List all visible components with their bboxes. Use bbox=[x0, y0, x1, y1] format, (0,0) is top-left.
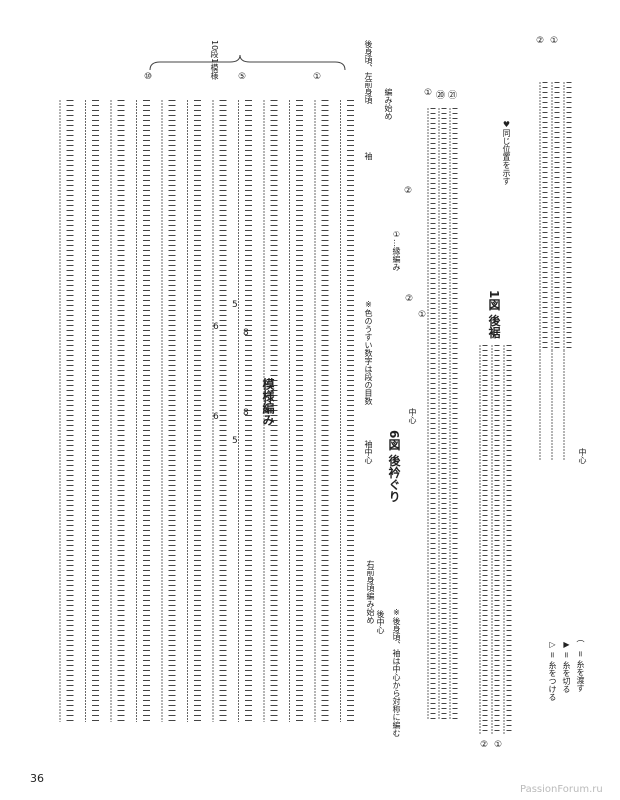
label-back-center: 後中心 bbox=[376, 610, 385, 634]
stitch-count: 6 bbox=[213, 322, 219, 332]
fig6-marker: ① bbox=[424, 88, 433, 98]
fig6-marker: ② bbox=[405, 294, 414, 304]
label-start: 編み始め bbox=[384, 88, 393, 120]
repeat-label: 10段1模様 bbox=[210, 40, 219, 80]
legend-cut: ▶ = 糸を切る bbox=[562, 640, 571, 693]
stitch-count: 5 bbox=[232, 436, 238, 446]
stitch-count: 5 bbox=[232, 300, 238, 310]
fig6-marker: ① bbox=[418, 310, 427, 320]
row-marker-10: ⑩ bbox=[144, 72, 153, 82]
legend-attach: ▷ = 糸をつける bbox=[548, 640, 557, 701]
fig1-marker: ① bbox=[550, 36, 559, 46]
note-numbers: ※色のうすい数字は段の目数 bbox=[364, 300, 373, 405]
figure6-edge-label: ①…縁編み bbox=[392, 230, 401, 271]
fig6-bottom-marker: ② bbox=[480, 740, 489, 750]
row-marker-1: ① bbox=[313, 72, 322, 82]
label-sleeve: 袖 bbox=[364, 152, 373, 160]
fig6-marker: ② bbox=[404, 186, 413, 196]
repeat-bracket bbox=[149, 54, 346, 71]
fig6-marker: ⑳ bbox=[436, 91, 446, 101]
fig1-marker: ② bbox=[536, 36, 545, 46]
figure6-title: 6図 後衿ぐり bbox=[387, 430, 401, 503]
fig6-marker: ㉑ bbox=[448, 91, 458, 101]
watermark: PassionForum.ru bbox=[520, 784, 603, 795]
note-symmetric: ※後身頃、袖は中心から対称に編む bbox=[392, 608, 401, 737]
figure1-center: 中心 bbox=[578, 448, 587, 464]
stitch-count: 8 bbox=[243, 408, 249, 418]
stitch-count: 6 bbox=[213, 412, 219, 422]
page-number: 36 bbox=[30, 772, 44, 785]
label-right-front-start: 右前身頃編み始め bbox=[366, 560, 375, 624]
legend-carry: ⌒ = 糸を渡す bbox=[576, 640, 585, 692]
stitch-count: 8 bbox=[243, 328, 249, 338]
main-chart-title: 模様編み bbox=[261, 378, 275, 426]
figure6-center: 中心 bbox=[408, 408, 417, 424]
label-sleeve-center: 袖中心 bbox=[364, 440, 373, 464]
row-marker-5: ⑤ bbox=[238, 72, 247, 82]
figure1-title: 1図 後裾 bbox=[487, 290, 501, 339]
fig6-bottom-marker: ① bbox=[494, 740, 503, 750]
heart-note: ♥同じ位置を示す bbox=[502, 120, 511, 185]
label-back-left-front: 後身頃、左前身頃 bbox=[364, 40, 373, 104]
